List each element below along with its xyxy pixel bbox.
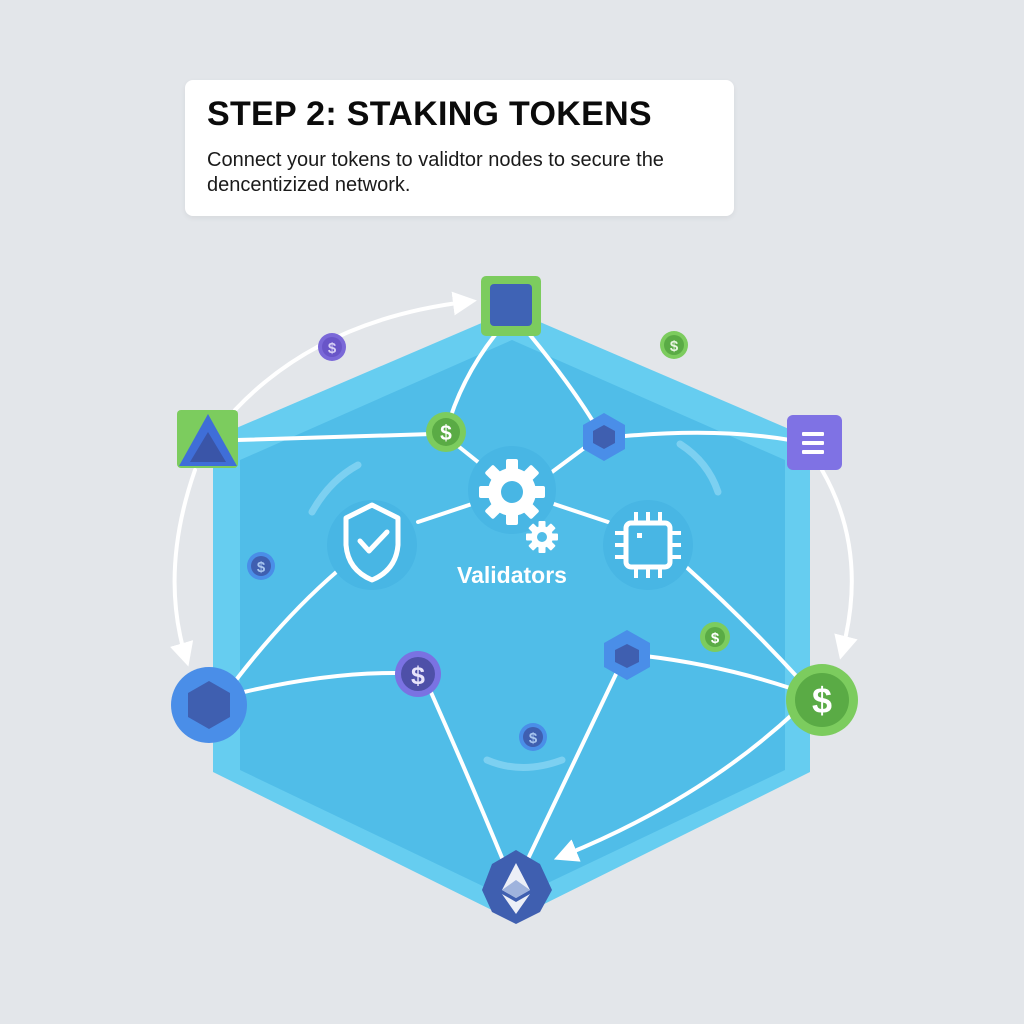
svg-text:$: $	[257, 559, 266, 576]
step-card: STEP 2: STAKING TOKENS Connect your toke…	[185, 80, 734, 216]
shield-check-icon	[327, 500, 417, 590]
svg-text:$: $	[440, 422, 452, 445]
token-purple-top-left: $	[318, 333, 346, 361]
svg-text:$: $	[328, 340, 337, 357]
token-purple-center: $	[395, 651, 441, 697]
svg-text:$: $	[670, 338, 679, 355]
cpu-chip-icon	[603, 500, 693, 590]
token-green-top-right: $	[660, 331, 688, 359]
left-triangle-node[interactable]	[177, 410, 238, 468]
arrow-right-to-bottom	[553, 710, 797, 862]
network-hexagon	[213, 310, 810, 920]
small-gear-icon	[526, 521, 558, 553]
decorative-arcs	[308, 440, 722, 771]
right-menu-node[interactable]	[787, 415, 842, 470]
step-description: Connect your tokens to validtor nodes to…	[207, 149, 664, 196]
bottom-ethereum-node[interactable]	[482, 850, 552, 924]
top-square-node[interactable]	[481, 276, 541, 336]
svg-text:$: $	[411, 662, 425, 690]
step-title: STEP 2: STAKING TOKENS	[207, 95, 652, 133]
token-green-right: $	[700, 622, 730, 652]
validators-label: Validators	[457, 562, 567, 588]
token-blue-bottom: $	[519, 723, 547, 751]
hexagon-node-upper-right[interactable]	[583, 413, 625, 461]
arrow-right-down	[820, 468, 858, 660]
hexagon-node-lower-right[interactable]	[604, 630, 650, 680]
gear-icon	[468, 446, 556, 534]
svg-text:$: $	[711, 630, 720, 647]
token-coin: $ $ $ $ $ $ $	[247, 331, 730, 751]
right-dollar-node[interactable]: $	[786, 664, 858, 736]
svg-text:$: $	[529, 730, 538, 747]
token-blue-left: $	[247, 552, 275, 580]
arrow-left-down	[170, 468, 197, 667]
token-green-upper-left: $	[426, 412, 466, 452]
left-hexagon-node[interactable]	[171, 667, 247, 743]
svg-text:$: $	[812, 680, 832, 721]
